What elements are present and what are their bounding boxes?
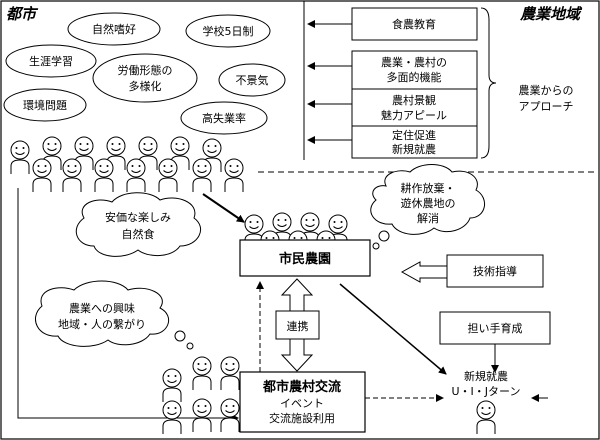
new-farming-label: 新規就農 [464, 369, 508, 383]
oval-work-diversity: 労働形態の 多様化 [92, 53, 198, 103]
oval-unemployment: 高失業率 [180, 101, 268, 135]
oval-lifelong-learning: 生涯学習 [5, 44, 97, 78]
cloud-abandoned-farmland: 耕作放棄・ 遊休農地の 解消 [370, 164, 485, 250]
approach-label-1: 農業からの [519, 83, 574, 97]
svg-text:多様化: 多様化 [129, 79, 162, 93]
svg-text:担い手育成: 担い手育成 [468, 321, 523, 335]
svg-text:解消: 解消 [417, 211, 439, 225]
cloud-farm-interest: 農業への興味 地域・人の繋がり [35, 280, 194, 350]
civic-to-new-farming-arrow [339, 283, 447, 375]
svg-text:耕作放棄・: 耕作放棄・ [401, 181, 456, 195]
cloud-cheap-fun: 安価な楽しみ 自然食 [75, 192, 201, 257]
svg-text:労働形態の: 労働形態の [118, 63, 173, 77]
svg-text:自然嗜好: 自然嗜好 [92, 22, 136, 36]
svg-text:高失業率: 高失業率 [202, 111, 246, 125]
box-food-education: 食農教育 [351, 7, 478, 41]
box-landscape: 農村景観 魅力アピール [351, 88, 478, 127]
svg-text:交流施設利用: 交流施設利用 [269, 411, 335, 425]
svg-text:環境問題: 環境問題 [23, 98, 67, 112]
svg-text:市民農園: 市民農園 [279, 251, 331, 267]
svg-text:遊休農地の: 遊休農地の [401, 196, 456, 210]
svg-text:安価な楽しみ: 安価な楽しみ [105, 210, 171, 224]
cooperation-label: 連携 [275, 310, 320, 340]
successor-development-box: 担い手育成 [439, 311, 551, 345]
svg-text:定住促進: 定住促進 [392, 128, 436, 142]
city-heading: 都市 [6, 5, 39, 23]
svg-text:不景気: 不景気 [236, 73, 269, 87]
svg-text:農村景観: 農村景観 [392, 93, 436, 107]
city-to-exchange-path [17, 188, 239, 422]
svg-text:学校5日制: 学校5日制 [203, 24, 254, 38]
civic-farm-box: 市民農園 [239, 239, 371, 277]
svg-text:自然食: 自然食 [122, 227, 155, 241]
svg-text:イベント: イベント [280, 397, 324, 410]
svg-text:食農教育: 食農教育 [392, 17, 436, 31]
svg-text:連携: 連携 [287, 319, 309, 333]
svg-text:生涯学習: 生涯学習 [29, 54, 73, 68]
crowd-to-civic-farm-arrow [202, 193, 245, 223]
oval-school-5day: 学校5日制 [185, 14, 271, 48]
box-settlement: 定住促進 新規就農 [351, 125, 478, 159]
svg-text:農業への興味: 農業への興味 [69, 301, 135, 315]
box-multifunction: 農業・農村の 多面的機能 [351, 50, 478, 90]
tech-guidance-arrow [400, 261, 448, 283]
oval-environment: 環境問題 [3, 88, 87, 122]
approach-label-2: アプローチ [519, 100, 574, 113]
svg-text:多面的機能: 多面的機能 [387, 70, 442, 84]
svg-text:農業・農村の: 農業・農村の [381, 55, 447, 69]
brace [480, 7, 497, 159]
svg-text:新規就農: 新規就農 [392, 142, 436, 156]
uij-turn-label: U・I・Jターン [452, 385, 521, 398]
tech-guidance-box: 技術指導 [446, 254, 544, 288]
approach-arrows [307, 20, 352, 144]
farm-region-heading: 農業地域 [519, 5, 583, 23]
svg-text:技術指導: 技術指導 [473, 264, 517, 278]
oval-nature-preference: 自然嗜好 [67, 12, 161, 46]
svg-text:地域・人の繋がり: 地域・人の繋がり [58, 317, 146, 331]
urban-rural-exchange-box: 都市農村交流 イベント 交流施設利用 [239, 371, 366, 433]
svg-text:都市農村交流: 都市農村交流 [262, 379, 341, 395]
oval-recession: 不景気 [218, 63, 286, 97]
svg-text:魅力アピール: 魅力アピール [381, 108, 447, 122]
